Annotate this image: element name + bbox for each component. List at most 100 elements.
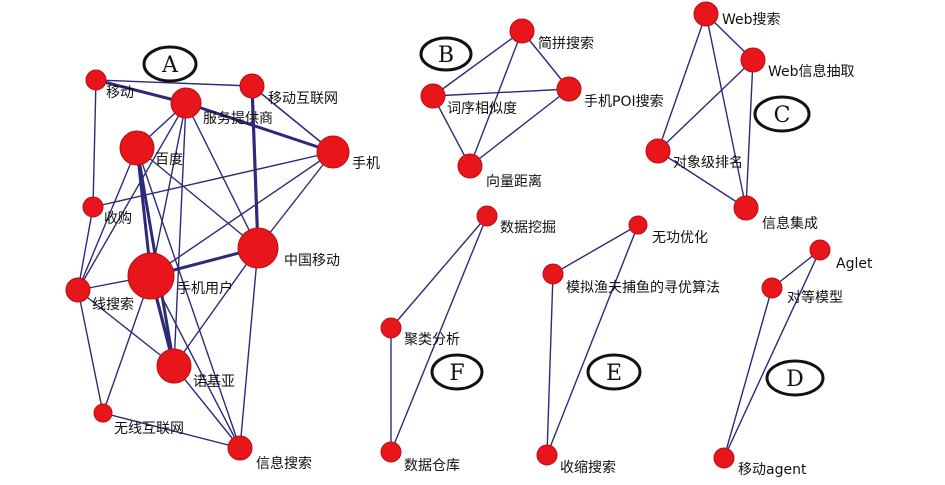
edge-yidonghulian-zhongguoyidong — [250, 84, 260, 250]
node-label-aglet: Aglet — [836, 256, 873, 272]
node-label-jianpin: 简拼搜索 — [538, 35, 594, 52]
node-duideng: 对等模型 — [761, 277, 843, 306]
edge-fuwu-shouji — [184, 101, 335, 154]
node-circle-duideng — [761, 277, 783, 299]
node-label-webxinxi: Web信息抽取 — [768, 63, 855, 80]
edge-baidu-xinxisousuo — [136, 147, 241, 449]
cluster-label-F: F — [449, 361, 464, 386]
node-xiangliang: 向量距离 — [457, 153, 542, 190]
cluster-ellipse-C — [753, 95, 811, 133]
node-label-nuojiya: 诺基亚 — [193, 373, 235, 390]
node-circle-duixiang — [645, 138, 671, 164]
edge-websousuo-xinxijicheng — [705, 13, 747, 209]
edge-zhongguoyidong-xinxisousuo — [239, 247, 259, 449]
node-circle-nuojiya — [156, 348, 192, 384]
cluster-A: A — [142, 45, 198, 83]
edge-shoujiyonghu-xinxisousuo — [150, 275, 241, 449]
node-jianpin: 简拼搜索 — [509, 18, 594, 52]
node-circle-jianpin — [509, 18, 535, 44]
node-circle-wuxianhulian — [93, 403, 113, 423]
node-label-shousuo: 收缩搜索 — [560, 459, 616, 476]
cluster-ellipse-B — [419, 36, 473, 72]
node-circle-shousuo — [536, 444, 558, 466]
node-label-shouji: 手机 — [352, 156, 380, 172]
edge-wugong-moni — [552, 224, 639, 275]
node-yidong: 移动 — [85, 69, 134, 101]
node-label-cixu: 词序相似度 — [447, 101, 517, 117]
cluster-ellipse-A — [142, 45, 198, 83]
node-circle-xinxijicheng — [733, 195, 759, 221]
edge-yidong-yidonghulian — [95, 79, 253, 87]
node-label-fuwu: 服务提供商 — [203, 111, 273, 127]
node-label-yidonghulian: 移动互联网 — [268, 91, 338, 107]
cluster-label-B: B — [438, 43, 454, 68]
cluster-C: C — [753, 95, 811, 133]
edge-poi-xiangliang — [469, 88, 570, 167]
cluster-B: B — [419, 36, 473, 72]
node-label-xiangliang: 向量距离 — [486, 173, 542, 190]
node-circle-moni — [542, 263, 564, 285]
node-websousuo: Web搜索 — [693, 1, 781, 28]
edge-fuwu-zhongguoyidong — [185, 102, 259, 249]
edge-xiansousuo-nuojiya — [77, 289, 175, 367]
edge-fuwu-xiansousuo — [77, 102, 187, 291]
node-label-shuju: 数据挖掘 — [500, 220, 556, 236]
cluster-E: E — [586, 353, 642, 391]
cluster-label-C: C — [774, 103, 791, 128]
node-label-baidu: 百度 — [155, 152, 183, 168]
node-shoujiyonghu: 手机用户 — [127, 252, 233, 300]
node-duixiang: 对象级排名 — [645, 138, 743, 171]
cluster-label-layer: A B C D E F — [142, 36, 825, 397]
node-circle-julei — [380, 317, 402, 339]
node-julei: 聚类分析 — [380, 317, 460, 348]
node-circle-agent — [713, 447, 735, 469]
node-label-yidong: 移动 — [106, 85, 134, 101]
node-circle-baidu — [119, 130, 155, 166]
edge-nuojiya-xinxisousuo — [173, 365, 241, 449]
node-circle-wugong — [628, 215, 648, 235]
node-circle-yidong — [85, 69, 107, 91]
node-label-julei: 聚类分析 — [404, 332, 460, 348]
edge-baidu-xiansousuo — [77, 147, 138, 291]
node-layer: 移动服务提供商移动互联网百度手机收购中国移动手机用户线搜索诺基亚无线互联网信息搜… — [65, 1, 873, 478]
edge-jianpin-xiangliang — [469, 30, 523, 167]
edge-shouji-shoujiyonghu — [150, 151, 334, 277]
node-webxinxi: Web信息抽取 — [740, 47, 855, 80]
node-circle-zhongguoyidong — [237, 227, 279, 269]
node-label-duixiang: 对象级排名 — [673, 155, 743, 171]
edge-yidong-shougou — [92, 79, 97, 208]
node-label-xinxijicheng: 信息集成 — [762, 215, 818, 232]
node-circle-aglet — [809, 239, 831, 261]
node-xinxisousuo: 信息搜索 — [227, 435, 312, 472]
node-xiansousuo: 线搜索 — [65, 277, 134, 313]
edge-shoujiyonghu-wuxianhulian — [102, 275, 152, 414]
node-cixu: 词序相似度 — [420, 83, 517, 117]
edge-shuju-cangku — [390, 215, 488, 453]
edge-shougou-xiansousuo — [77, 206, 94, 291]
node-circle-xinxisousuo — [227, 435, 253, 461]
edge-websousuo-duixiang — [657, 13, 707, 152]
node-shuju: 数据挖掘 — [476, 205, 556, 236]
node-label-moni: 模拟渔夫捕鱼的寻优算法 — [566, 279, 720, 296]
edge-duixiang-xinxijicheng — [657, 150, 747, 209]
edge-baidu-zhongguoyidong — [136, 147, 259, 249]
edge-webxinxi-xinxijicheng — [745, 59, 754, 209]
node-shousuo: 收缩搜索 — [536, 444, 616, 476]
cluster-label-A: A — [161, 53, 179, 78]
cluster-label-D: D — [786, 367, 804, 392]
node-label-agent: 移动agent — [738, 462, 807, 478]
node-nuojiya: 诺基亚 — [156, 348, 235, 390]
cluster-ellipse-F — [430, 353, 484, 391]
node-yidonghulian: 移动互联网 — [239, 73, 338, 107]
node-label-shoujiyonghu: 手机用户 — [177, 280, 233, 297]
node-shougou: 收购 — [82, 196, 132, 227]
node-wugong: 无功优化 — [628, 215, 708, 246]
edge-wuxianhulian-xinxisousuo — [102, 412, 241, 449]
edge-moni-shousuo — [546, 273, 554, 456]
node-shouji: 手机 — [316, 135, 380, 172]
cluster-label-E: E — [606, 361, 622, 386]
edge-jianpin-cixu — [432, 30, 523, 97]
node-label-cangku: 数据仓库 — [404, 458, 460, 474]
node-label-websousuo: Web搜索 — [722, 11, 781, 28]
edge-wugong-shousuo — [546, 224, 639, 456]
